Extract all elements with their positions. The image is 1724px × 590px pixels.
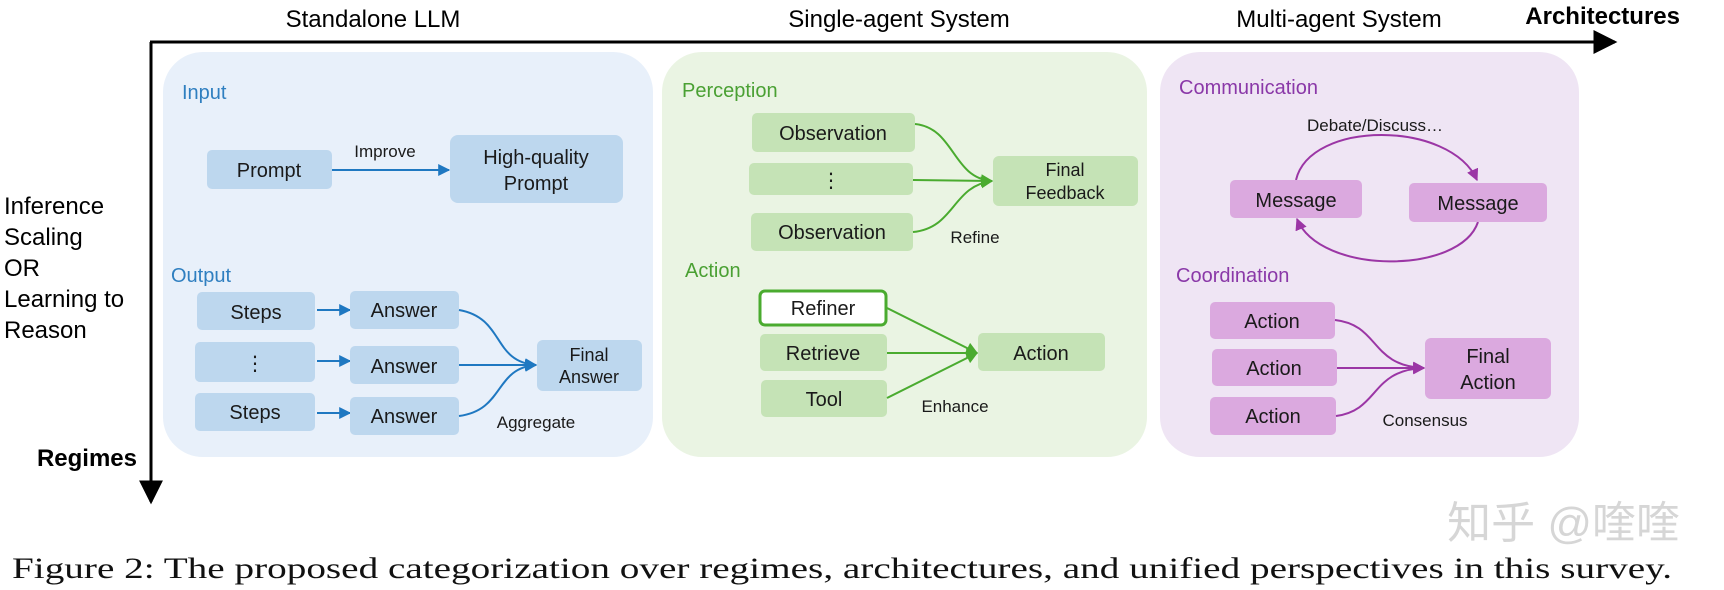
refiner-label: Refiner (791, 298, 856, 320)
single-agent-panel-bg (662, 52, 1147, 457)
steps-bottom-label: Steps (229, 402, 280, 424)
enhance-arrow-1 (886, 307, 979, 354)
observation-top-label: Observation (779, 123, 887, 145)
message-label-right: Message (1437, 193, 1518, 215)
observation-box-ellipsis (749, 163, 913, 195)
prompt-box-label: Prompt (237, 160, 302, 182)
final-feedback-line-2: Feedback (1025, 183, 1105, 203)
final-feedback-line-1: Final (1045, 160, 1084, 180)
final-answer-box (537, 340, 642, 391)
enhance-arrow-3 (886, 352, 979, 399)
observation-box-bottom (751, 213, 913, 251)
observation-ellipsis-label: ⋮ (821, 170, 841, 192)
steps-top-label: Steps (230, 302, 281, 324)
message-box-right (1409, 183, 1547, 222)
final-answer-line-2: Answer (559, 367, 619, 387)
communication-section-label: Communication (1179, 77, 1318, 99)
high-quality-prompt-box (450, 135, 623, 203)
final-answer-line-1: Final (569, 345, 608, 365)
regimes-axis-label: Regimes (37, 445, 137, 472)
column-title-standalone: Standalone LLM (286, 6, 461, 33)
message-label-left: Message (1255, 190, 1336, 212)
action-label: Action (1013, 343, 1069, 365)
coordination-action-label-3: Action (1245, 406, 1301, 428)
enhance-label: Enhance (921, 397, 988, 416)
consensus-label: Consensus (1382, 411, 1467, 430)
answer-box-3 (350, 397, 459, 435)
tool-box (761, 380, 887, 417)
answer-label-2: Answer (371, 356, 438, 378)
regime-label-line-2: Scaling (4, 224, 83, 251)
refine-curve-1 (914, 123, 994, 187)
final-action-box (1425, 338, 1551, 399)
refiner-box (758, 289, 888, 327)
observation-bottom-label: Observation (778, 222, 886, 244)
final-feedback-box (993, 156, 1138, 206)
regime-label-line-3: OR (4, 255, 40, 282)
answer-box-1 (350, 291, 459, 329)
final-action-line-1: Final (1466, 346, 1509, 368)
improve-label: Improve (354, 142, 415, 161)
aggregate-label: Aggregate (497, 413, 575, 432)
answer-label-3: Answer (371, 406, 438, 428)
steps-box-bottom (195, 393, 315, 431)
final-action-line-2: Action (1460, 372, 1516, 394)
tool-label: Tool (806, 389, 843, 411)
refine-curve-3 (912, 176, 994, 233)
prompt-box (207, 150, 332, 189)
perception-section-label: Perception (682, 80, 778, 102)
aggregate-curve-3 (458, 359, 538, 417)
output-section-label: Output (171, 265, 231, 287)
action-section-label: Action (685, 260, 741, 282)
input-section-label: Input (182, 82, 227, 104)
architectures-axis-label: Architectures (1525, 3, 1680, 30)
regime-label-line-5: Reason (4, 317, 87, 344)
multi-agent-panel: Communication Debate/Discuss… Message Me… (1160, 52, 1579, 457)
consensus-curve-3 (1335, 362, 1426, 417)
coordination-action-box-2 (1212, 349, 1337, 386)
standalone-llm-panel: Input Prompt Improve High-quality Prompt… (163, 52, 653, 457)
steps-box-top (197, 292, 315, 330)
coordination-action-label-1: Action (1244, 311, 1300, 333)
steps-ellipsis-label: ⋮ (245, 353, 265, 375)
debate-arc-top (1295, 134, 1479, 182)
message-box-left (1230, 180, 1362, 218)
refine-line-2 (912, 174, 994, 187)
steps-box-ellipsis (195, 342, 315, 382)
regime-label-line-4: Learning to (4, 286, 124, 313)
retrieve-label: Retrieve (786, 343, 860, 365)
debate-label: Debate/Discuss… (1307, 116, 1443, 135)
observation-box-top (752, 113, 915, 152)
coordination-action-box-3 (1210, 397, 1336, 435)
retrieve-box (760, 334, 887, 371)
coordination-action-label-2: Action (1246, 358, 1302, 380)
aggregate-curve-1 (458, 309, 538, 371)
consensus-curve-1 (1334, 319, 1426, 374)
figure-caption: Figure 2: The proposed categorization ov… (12, 552, 1672, 585)
refine-label: Refine (950, 228, 999, 247)
coordination-action-box-1 (1210, 302, 1335, 339)
answer-label-1: Answer (371, 300, 438, 322)
column-title-multi-agent: Multi-agent System (1236, 6, 1441, 33)
regime-label-line-1: Inference (4, 193, 104, 220)
action-box (978, 333, 1105, 371)
column-title-single-agent: Single-agent System (788, 6, 1009, 33)
single-agent-panel: Perception Observation ⋮ Observation Fin… (662, 52, 1147, 457)
hq-prompt-line-1: High-quality (483, 147, 589, 169)
debate-arc-bottom (1295, 217, 1479, 263)
coordination-section-label: Coordination (1176, 265, 1289, 287)
hq-prompt-line-2: Prompt (504, 173, 569, 195)
answer-box-2 (350, 346, 459, 384)
watermark-text: 知乎 @喹喹 (1447, 499, 1680, 548)
